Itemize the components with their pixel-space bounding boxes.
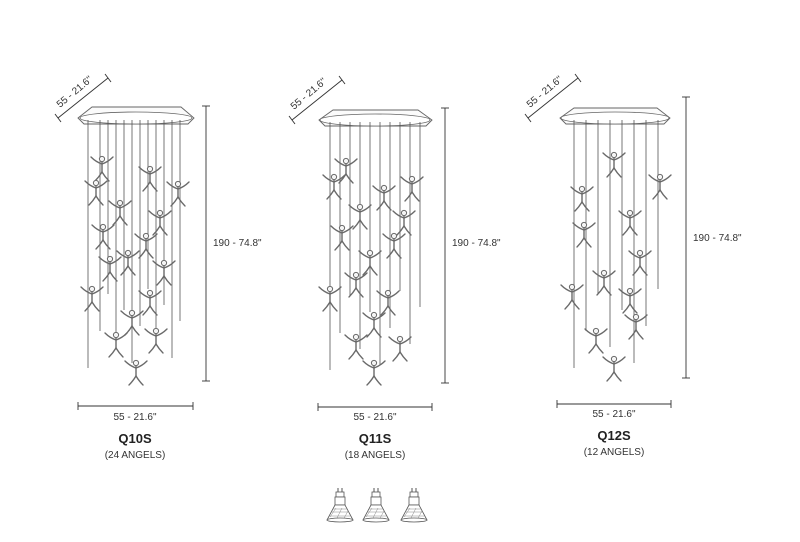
angel-count-label: (12 ANGELS): [584, 447, 645, 458]
angel-figure: [124, 359, 148, 386]
height-dimension-q12s: 190 - 74.8": [682, 96, 742, 379]
width-dimension-label: 55 - 21.6": [592, 409, 635, 420]
canopy-q10s: [77, 106, 195, 125]
width-dimension-q10s: 55 - 21.6": [77, 402, 194, 423]
canopy-q11s: [318, 109, 433, 127]
width-dimension-label: 55 - 21.6": [113, 412, 156, 423]
bulb-icons: [326, 487, 428, 523]
angels-q11s: [318, 157, 424, 386]
angel-figure: [624, 313, 648, 340]
angel-figure: [91, 223, 115, 250]
angel-figure: [388, 335, 412, 362]
angel-figure: [104, 331, 128, 358]
angel-count-label: (24 ANGELS): [105, 450, 166, 461]
model-code: Q12S: [597, 428, 631, 443]
height-dimension-label: 190 - 74.8": [213, 238, 262, 249]
angel-figure: [382, 232, 406, 259]
angels-q10s: [80, 155, 190, 386]
model-code: Q11S: [359, 431, 392, 446]
angel-figure: [560, 283, 584, 310]
width-dimension-label: 55 - 21.6": [353, 412, 396, 423]
angel-figure: [572, 221, 596, 248]
angel-figure: [138, 165, 162, 192]
angel-figure: [344, 271, 368, 298]
model-q11s: 55 - 21.6" 190 - 74.8" 55 - 21.6" Q11S (…: [288, 75, 501, 461]
height-dimension-q10s: 190 - 74.8": [202, 105, 262, 382]
angels-q12s: [560, 151, 672, 382]
halogen-bulb-icon: [400, 487, 428, 523]
angel-figure: [90, 155, 114, 182]
height-dimension-label: 190 - 74.8": [452, 238, 501, 249]
angel-figure: [148, 209, 172, 236]
angel-figure: [108, 199, 132, 226]
canopy-q12s: [559, 107, 671, 125]
angel-figure: [372, 184, 396, 211]
angel-figure: [362, 311, 386, 338]
halogen-bulb-icon: [326, 487, 354, 523]
width-dimension-q12s: 55 - 21.6": [556, 400, 672, 420]
angel-figure: [362, 359, 386, 386]
height-dimension-q11s: 190 - 74.8": [441, 107, 501, 384]
angel-figure: [134, 232, 158, 259]
model-code: Q10S: [118, 431, 152, 446]
angel-figure: [628, 249, 652, 276]
angel-figure: [116, 249, 140, 276]
halogen-bulb-icon: [362, 487, 390, 523]
width-dimension-q11s: 55 - 21.6": [317, 403, 433, 423]
height-dimension-label: 190 - 74.8": [693, 233, 742, 244]
angel-figure: [344, 333, 368, 360]
angel-figure: [166, 180, 190, 207]
angel-figure: [322, 173, 346, 200]
angel-figure: [98, 255, 122, 282]
angel-count-label: (18 ANGELS): [345, 450, 406, 461]
angel-figure: [584, 327, 608, 354]
angel-figure: [602, 355, 626, 382]
model-q10s: 55 - 21.6" 190 - 74.8" 55 - 21.6" Q10S (…: [54, 73, 262, 461]
angel-figure: [592, 269, 616, 296]
angel-figure: [392, 209, 416, 236]
model-q12s: 55 - 21.6" 190 - 74.8" 55 - 21.6" Q12S (…: [524, 73, 742, 458]
angel-figure: [648, 173, 672, 200]
angel-figure: [144, 327, 168, 354]
